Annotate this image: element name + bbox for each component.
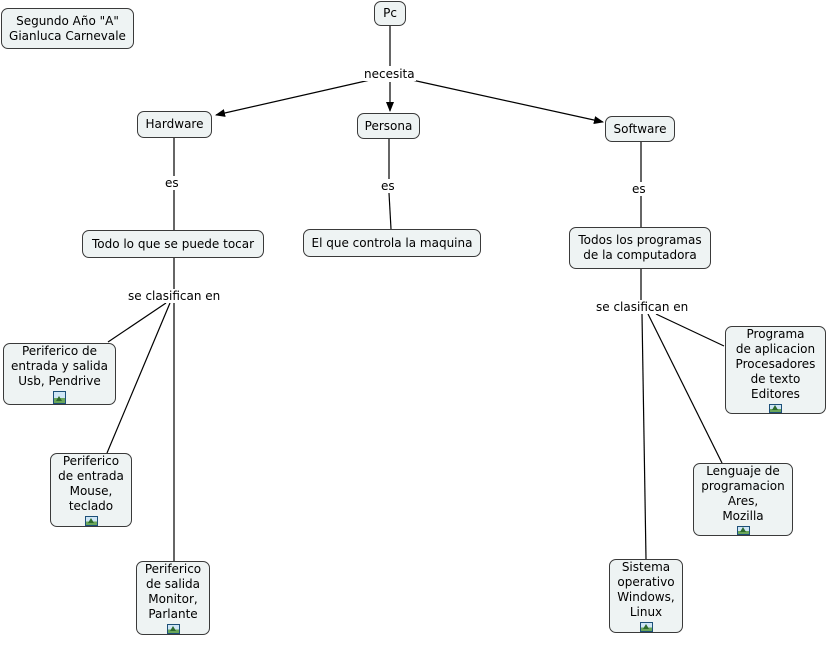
image-resource-icon[interactable] bbox=[639, 622, 653, 632]
concept-periferico-salida-label: Periferico de salida Monitor, Parlante bbox=[144, 562, 202, 621]
author-note-node[interactable]: Segundo Año "A" Gianluca Carnevale bbox=[1, 8, 134, 49]
concept-sistema-operativo[interactable]: Sistema operativo Windows, Linux bbox=[609, 559, 683, 633]
image-resource-icon[interactable] bbox=[736, 526, 750, 535]
concept-pc[interactable]: Pc bbox=[374, 1, 406, 26]
edge-clasifican-periferico-es bbox=[107, 302, 167, 343]
concept-periferico-entrada-label: Periferico de entrada Mouse, teclado bbox=[58, 454, 124, 513]
link-label-clasifican-hardware[interactable]: se clasifican en bbox=[127, 289, 222, 303]
link-label-es-software[interactable]: es bbox=[631, 182, 647, 196]
concept-software-label: Software bbox=[613, 121, 667, 136]
concept-todo-tocar-label: Todo lo que se puede tocar bbox=[91, 236, 255, 251]
edge-clasifican-programa bbox=[655, 313, 725, 347]
concept-todos-programas-label: Todos los programas de la computadora bbox=[578, 233, 702, 262]
edge-clasifican-sistema bbox=[641, 313, 647, 560]
concept-hardware[interactable]: Hardware bbox=[137, 111, 212, 138]
image-resource-icon[interactable] bbox=[769, 404, 782, 413]
concept-programa-aplicacion[interactable]: Programa de aplicacion Procesadores de t… bbox=[725, 326, 826, 414]
image-resource-icon[interactable] bbox=[84, 516, 98, 526]
edge-necesita-software bbox=[411, 79, 604, 124]
concept-persona-label: Persona bbox=[364, 118, 413, 133]
concept-todo-tocar[interactable]: Todo lo que se puede tocar bbox=[82, 230, 264, 258]
concept-pc-label: Pc bbox=[383, 6, 397, 20]
concept-controla-label: El que controla la maquina bbox=[311, 235, 473, 250]
edge-clasifican-lenguaje bbox=[647, 313, 723, 464]
link-label-es-hardware[interactable]: es bbox=[164, 176, 180, 190]
concept-persona[interactable]: Persona bbox=[357, 113, 420, 139]
link-label-clasifican-software[interactable]: se clasifican en bbox=[595, 300, 690, 314]
concept-programa-aplicacion-label: Programa de aplicacion Procesadores de t… bbox=[735, 327, 816, 401]
concept-todos-programas[interactable]: Todos los programas de la computadora bbox=[569, 227, 711, 269]
link-label-es-persona[interactable]: es bbox=[380, 179, 396, 193]
image-resource-icon[interactable] bbox=[53, 391, 66, 404]
concept-lenguaje-programacion-label: Lenguaje de programacion Ares, Mozilla bbox=[701, 464, 785, 523]
concept-hardware-label: Hardware bbox=[145, 117, 204, 131]
concept-periferico-entrada-salida[interactable]: Periferico de entrada y salida Usb, Pend… bbox=[3, 343, 116, 405]
edge-clasifican-periferico-e bbox=[106, 302, 171, 454]
edge-es-controla bbox=[388, 192, 392, 230]
link-label-necesita[interactable]: necesita bbox=[363, 67, 416, 81]
author-note-text: Segundo Año "A" Gianluca Carnevale bbox=[9, 13, 126, 43]
edge-necesita-hardware bbox=[215, 79, 371, 117]
image-resource-icon[interactable] bbox=[166, 624, 180, 634]
concept-periferico-salida[interactable]: Periferico de salida Monitor, Parlante bbox=[136, 561, 210, 635]
concept-sistema-operativo-label: Sistema operativo Windows, Linux bbox=[617, 560, 675, 619]
concept-periferico-entrada[interactable]: Periferico de entrada Mouse, teclado bbox=[50, 453, 132, 527]
concept-software[interactable]: Software bbox=[605, 116, 675, 142]
concept-controla[interactable]: El que controla la maquina bbox=[303, 229, 481, 257]
concept-lenguaje-programacion[interactable]: Lenguaje de programacion Ares, Mozilla bbox=[693, 463, 793, 536]
concept-periferico-entrada-salida-label: Periferico de entrada y salida Usb, Pend… bbox=[11, 344, 108, 388]
